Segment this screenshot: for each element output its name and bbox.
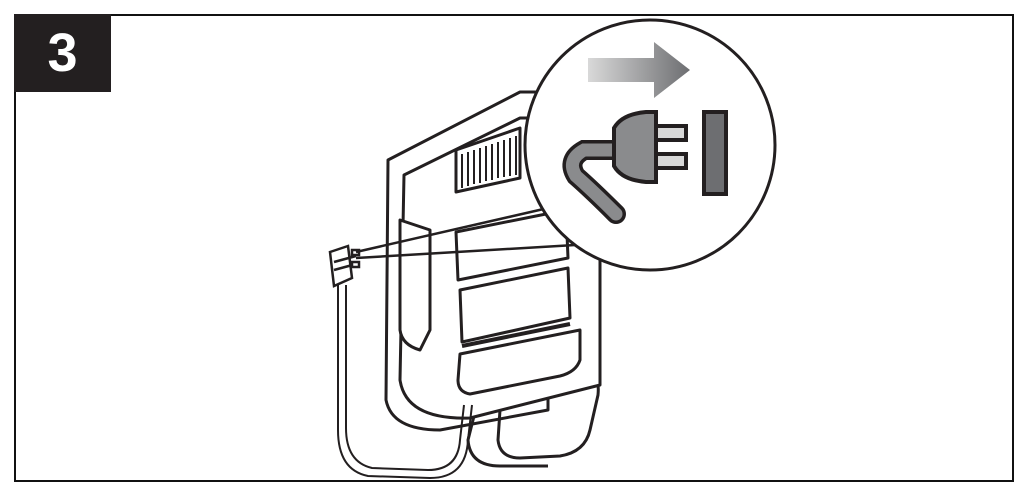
battery-slot-upper [454,208,570,282]
charger [384,90,602,468]
callout-leader-lines [355,206,576,260]
battery-slot-middle [458,266,572,344]
plug-prong-top [654,124,688,142]
power-cord [337,285,473,480]
charger-side-panel [398,218,432,352]
outlet-icon [702,110,728,196]
battery-slot-lower [456,328,582,396]
callout-cord [565,143,631,221]
plug-prong-bottom [654,152,688,170]
step-number-badge: 3 [14,14,111,92]
status-led-strip [461,322,571,348]
plug-icon [612,110,688,184]
right-arrow-icon [588,42,690,98]
cord-plug [328,244,361,288]
vent-lines [461,136,517,188]
